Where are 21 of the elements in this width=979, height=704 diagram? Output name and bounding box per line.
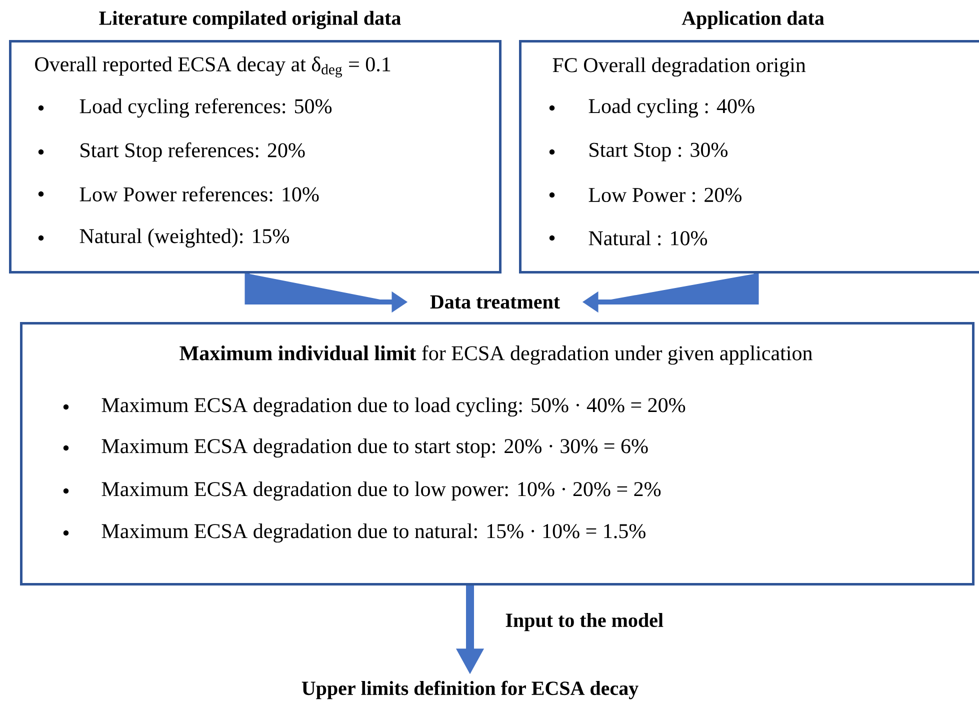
list-item: Natural (weighted): 15% (38, 228, 290, 248)
list-item: Load cycling references: 50% (38, 98, 332, 118)
step-label: Upper limits definition for ECSA decay (302, 680, 638, 700)
list-item: Maximum ECSA degradation due to natural: 15% · 10% = 1.5% (63, 523, 646, 543)
section-heading: Application data (682, 10, 824, 30)
box-title: Overall reported ECSA decay at δ$_{deg}$ = 0.1 (35, 56, 390, 78)
data-box (20, 322, 974, 586)
list-item: Low Power : 20% (549, 188, 742, 202)
list-item: Maximum ECSA degradation due to low power: 10% · 20% = 2% (63, 481, 661, 501)
list-item: Low Power references: 10% (38, 186, 319, 202)
box-title: Maximum individual limit for ECSA degradation under given application (180, 345, 812, 365)
box-title: FC Overall degradation origin (552, 57, 806, 77)
edge-label: Input to the model (504, 612, 665, 632)
step-label: Data treatment (430, 295, 560, 309)
section-heading: Literature compilated original data (99, 10, 401, 30)
list-item: Maximum ECSA degradation due to start stop: 20% · 30% = 6% (63, 438, 648, 458)
list-item: Natural : 10% (549, 230, 708, 246)
list-item: Load cycling : 40% (549, 98, 754, 118)
list-item: Start Stop references: 20% (38, 142, 305, 162)
list-item: Start Stop : 30% (549, 142, 728, 162)
list-item: Maximum ECSA degradation due to load cycling: 50% · 40% = 20% (63, 397, 686, 417)
